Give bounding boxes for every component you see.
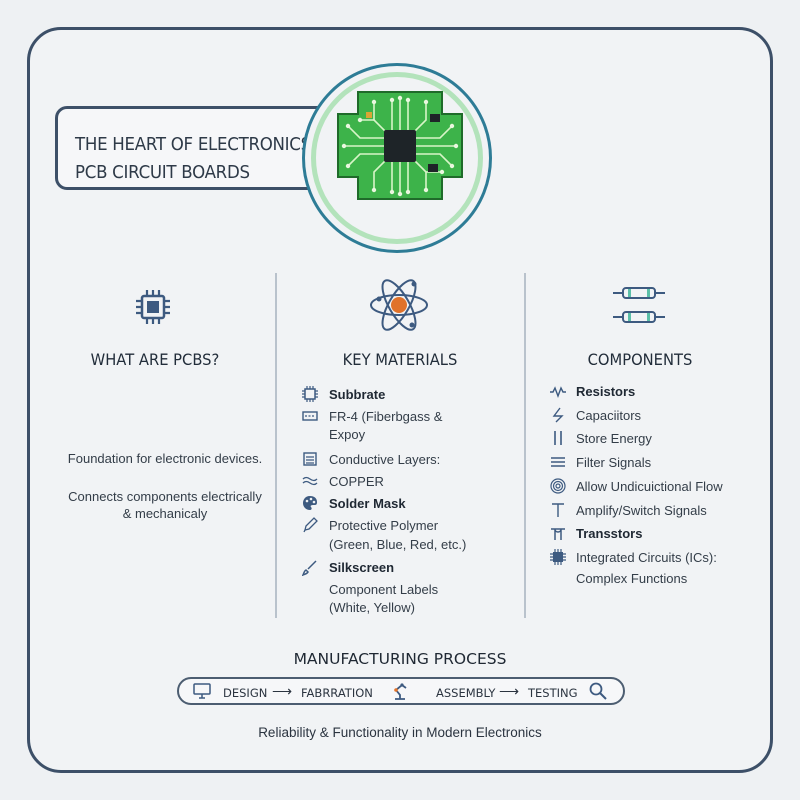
arrow-right-icon: ⟶: [499, 683, 520, 699]
title-line-1: THE HEART OF ELECTRONICS:: [75, 135, 317, 155]
material-fr4: FR-4 (Fiberbgass &: [329, 409, 443, 424]
material-conductive-layers: Conductive Layers:: [329, 452, 441, 467]
divider-left: [275, 273, 277, 618]
monitor-icon: [193, 683, 211, 699]
material-component-labels: Component Labels: [329, 582, 439, 597]
resistor-icon: [550, 386, 566, 398]
heading-components: COMPONENTS: [587, 350, 693, 369]
title-line-2: PCB CIRCUIT BOARDS: [75, 163, 250, 183]
component-resistors: Resistors: [576, 384, 636, 399]
chip-icon: [302, 386, 318, 402]
material-silkscreen: Silkscreen: [329, 560, 395, 575]
transistor-icon: [551, 528, 565, 540]
pencil-icon: [303, 517, 318, 533]
layers-icon: [303, 452, 317, 466]
step-fabrication: FABRRATION: [301, 686, 373, 700]
step-testing: TESTING: [528, 686, 578, 700]
title-box: THE HEART OF ELECTRONICS: PCB CIRCUIT BO…: [55, 106, 355, 190]
component-filter-signals: Filter Signals: [576, 455, 652, 470]
what-text-2a: Connects components electrically: [68, 489, 262, 504]
board-layer-icon: [302, 411, 318, 421]
component-complex-functions: Complex Functions: [576, 571, 688, 586]
component-amplify-switch: Amplify/Switch Signals: [576, 503, 707, 518]
component-capacitors: Capaciitors: [576, 408, 642, 423]
material-protective-polymer: Protective Polymer: [329, 518, 439, 533]
capacitor-icon: [552, 407, 564, 423]
material-polymer-colors: (Green, Blue, Red, etc.): [329, 537, 467, 552]
what-text-1: Foundation for electronic devices.: [67, 451, 263, 466]
component-store-energy: Store Energy: [576, 431, 652, 446]
arrow-right-icon: ⟶: [272, 683, 293, 699]
atom-icon: [370, 279, 428, 331]
footer-tagline: Reliability & Functionality in Modern El…: [258, 725, 542, 740]
step-assembly: ASSEMBLY: [436, 686, 496, 700]
magnifier-icon: [589, 682, 607, 700]
wave-icon: [302, 476, 318, 486]
resistor-pair-icon: [613, 287, 665, 323]
component-integrated-circuits: Integrated Circuits (ICs):: [576, 550, 717, 565]
ic-icon: [550, 549, 566, 565]
material-solder-mask: Solder Mask: [329, 496, 406, 511]
step-design: DESIGN: [223, 686, 268, 700]
divider-right: [524, 273, 526, 618]
material-substrate: Subbrate: [329, 387, 386, 402]
material-label-colors: (White, Yellow): [329, 600, 415, 615]
lines-icon: [551, 457, 565, 467]
palette-icon: [303, 496, 317, 510]
material-epoxy: Expoy: [329, 427, 366, 442]
transistor-t-icon: [552, 503, 564, 517]
robot-arm-icon: [394, 683, 407, 700]
pcb-board-illustration: [337, 91, 463, 200]
brush-icon: [302, 560, 317, 576]
component-transistors: Transstors: [576, 526, 643, 541]
spiral-icon: [550, 478, 566, 494]
capacitor-plates-icon: [554, 431, 562, 445]
heading-key-materials: KEY MATERIALS: [342, 350, 458, 369]
heading-manufacturing-process: MANUFACTURING PROCESS: [293, 650, 507, 668]
heading-what-are-pcbs: WHAT ARE PCBS?: [90, 350, 220, 369]
microchip-icon: [136, 290, 170, 324]
material-copper: COPPER: [329, 474, 384, 489]
what-text-2b: & mechanicaly: [122, 506, 208, 521]
component-unidirectional-flow: Allow Undicuictional Flow: [576, 479, 723, 494]
manufacturing-flow: DESIGN ⟶ FABRRATION ASSEMBLY ⟶ TESTING: [177, 677, 625, 705]
